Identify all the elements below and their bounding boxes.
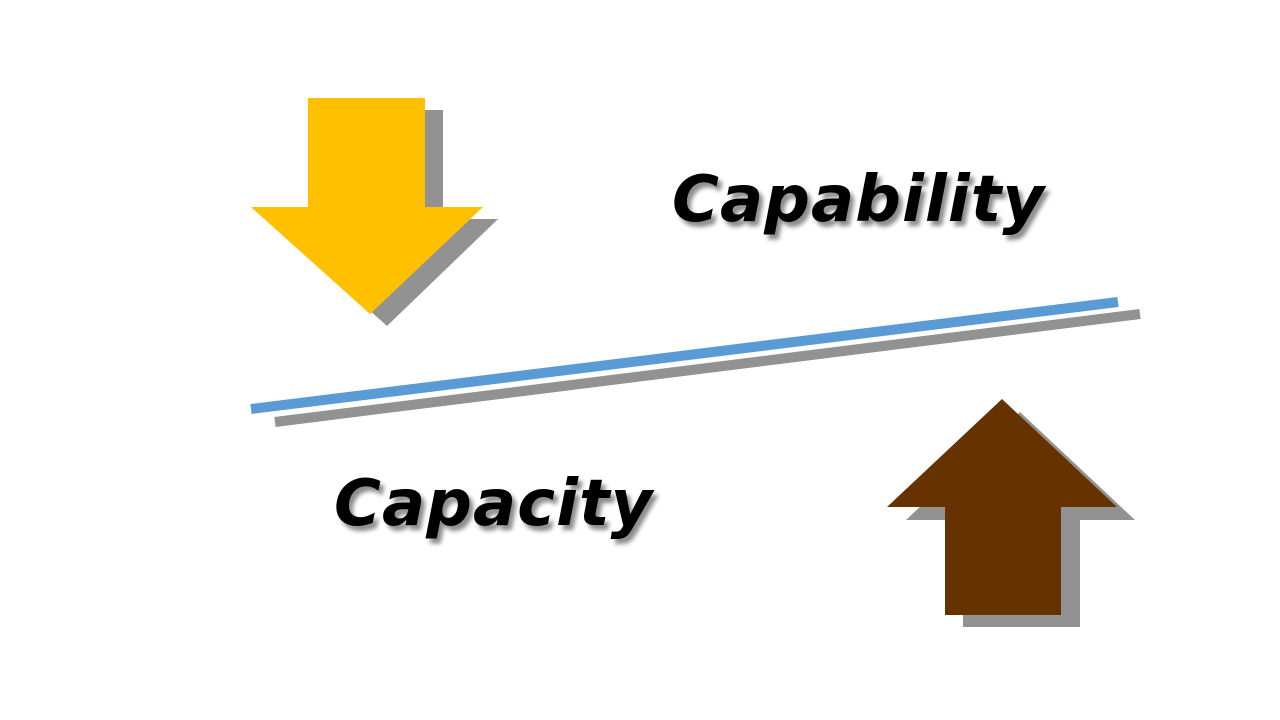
up-arrow	[887, 399, 1117, 615]
divider-line	[250, 297, 1141, 427]
capacity-label: Capacity	[334, 467, 654, 541]
arrow-up-icon	[887, 399, 1135, 627]
divider-line-stroke	[250, 297, 1119, 414]
down-arrow	[251, 98, 483, 314]
capability-label: Capability	[672, 163, 1046, 237]
arrow-down-icon	[251, 98, 498, 326]
divider-line-shadow	[274, 309, 1141, 427]
